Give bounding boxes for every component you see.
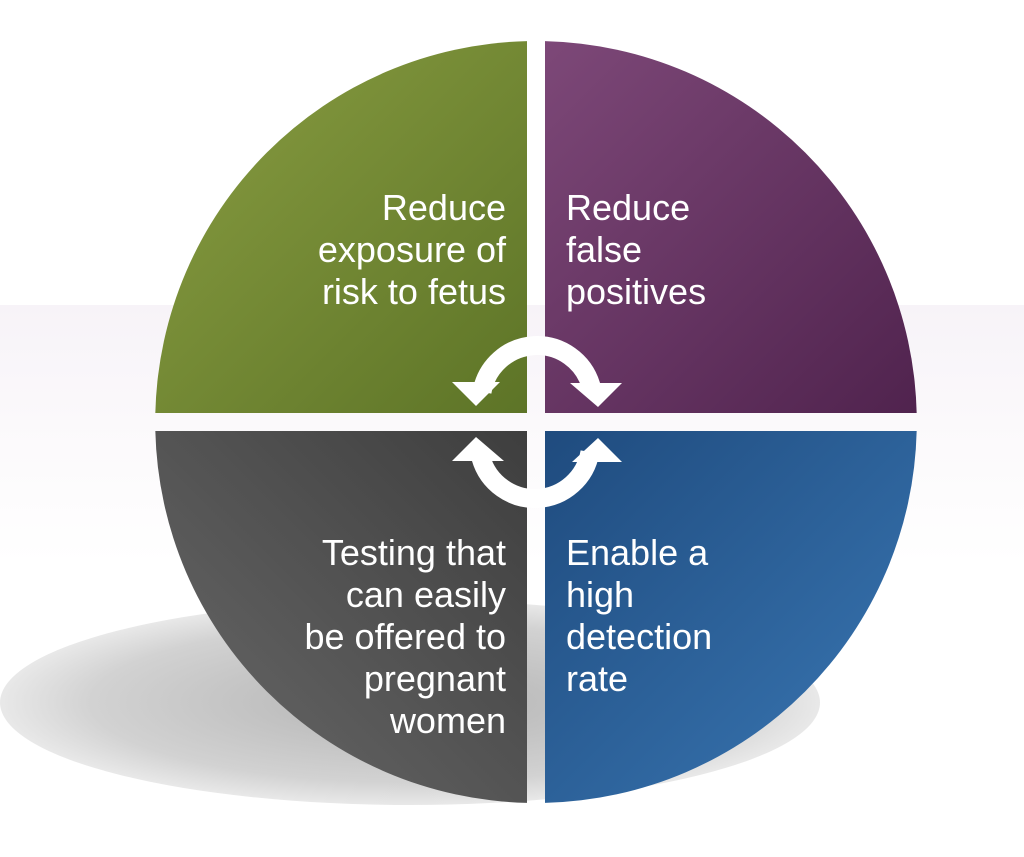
arrow-head-bottom [452,437,504,461]
label-line: can easily [345,574,506,615]
label-line: risk to fetus [321,271,506,312]
label-line: women [389,700,506,741]
label-top-right: Reduce false positives [566,187,706,313]
arrow-arc-bottom [471,450,600,508]
label-line: exposure of [317,229,506,270]
label-line: pregnant [363,658,506,699]
arrow-head-top [570,383,622,407]
label-bottom-left: Testing that can easily be offered to pr… [305,532,507,742]
label-line: Testing that [321,532,506,573]
quadrant-top-left [155,41,527,413]
label-line: Reduce [566,187,691,228]
quadrant-bottom-right [545,431,917,803]
label-line: high [566,574,635,615]
arrow-head-right [572,438,622,462]
label-top-left: Reduce exposure of risk to fetus [318,187,506,313]
label-line: positives [566,271,707,312]
quadrant-top-right [545,41,917,413]
arrow-arc-top [472,336,601,394]
label-bottom-right: Enable a high detection rate [566,532,712,700]
quadrant-bottom-left [155,431,527,803]
label-line: Enable a [566,532,709,573]
arrow-head-left [452,382,500,406]
label-line: rate [566,658,629,699]
label-line: be offered to [304,616,507,657]
circular-arrows-icon [452,336,622,508]
label-line: detection [566,616,713,657]
label-line: false [566,229,643,270]
label-line: Reduce [381,187,506,228]
